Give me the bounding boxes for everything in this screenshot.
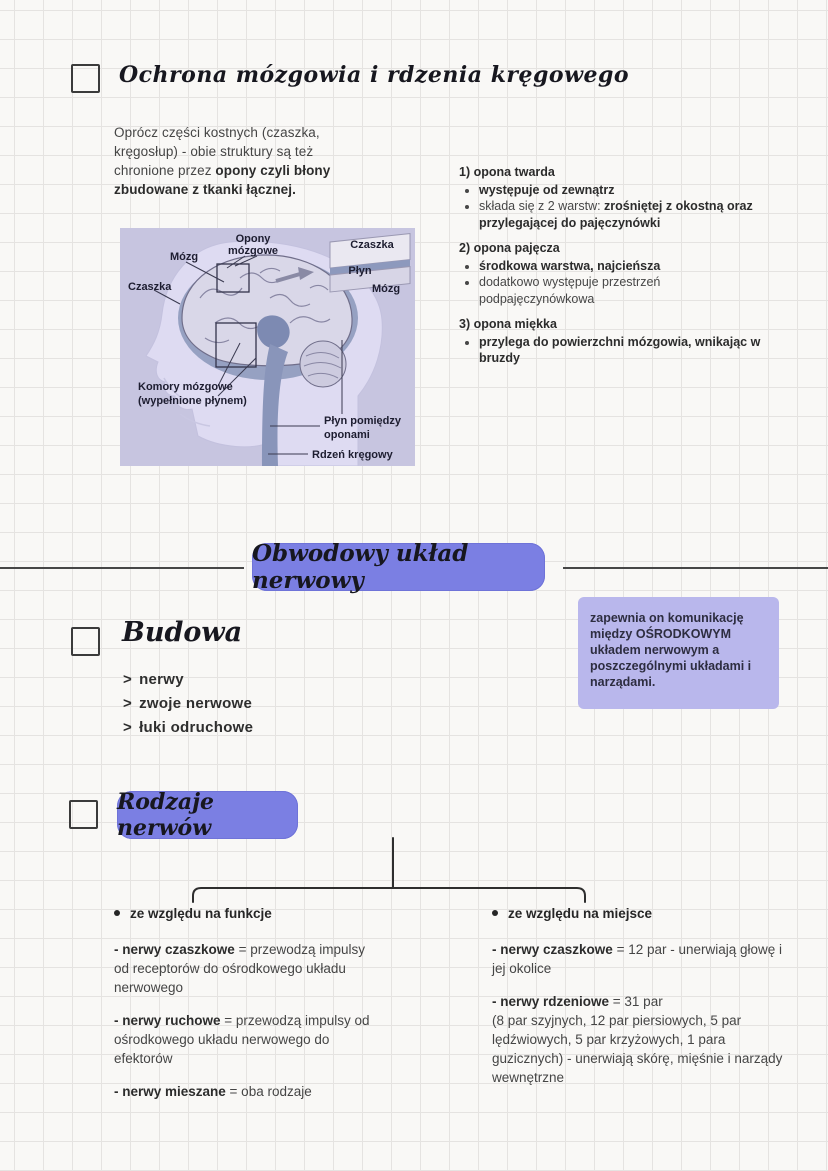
meninges-list: 1) opona twarda występuje od zewnątrz sk… xyxy=(459,164,764,376)
branch-heading: ze względu na funkcje xyxy=(114,904,372,923)
meninges-group-pajecza: 2) opona pajęcza środkowa warstwa, najci… xyxy=(459,240,764,307)
meninges-heading: 1) opona twarda xyxy=(459,165,555,179)
figure-label-komory-2: (wypełnione płynem) xyxy=(138,395,247,407)
branch-connector xyxy=(192,837,586,903)
nerve-type-item: - nerwy czaszkowe = 12 par - unerwiają g… xyxy=(492,942,783,976)
pns-note-box: zapewnia on komunikację między OŚRODKOWY… xyxy=(578,597,779,709)
figure-label-plyn-2: oponami xyxy=(324,429,370,441)
figure-label-rdzen: Rdzeń kręgowy xyxy=(312,449,394,461)
budowa-item: >nerwy xyxy=(123,670,184,688)
nerve-type-item: - nerwy ruchowe = przewodzą impulsy od o… xyxy=(114,1013,370,1066)
brain-section xyxy=(181,254,353,367)
divider-line-left xyxy=(0,567,244,569)
ventricle-callout-box xyxy=(215,322,257,368)
inset-label-mozg: Mózg xyxy=(372,283,400,295)
budowa-item: >łuki odruchowe xyxy=(123,718,254,736)
meninges-bullet: dodatkowo występuje przestrzeń podpajęcz… xyxy=(479,274,764,307)
section-title-protection: Ochrona mózgowia i rdzenia kręgowego xyxy=(119,62,630,88)
bullet-dot-icon xyxy=(492,910,498,916)
todo-checkbox-rodzaje[interactable] xyxy=(69,800,98,829)
budowa-item: >zwoje nerwowe xyxy=(123,694,253,712)
inset-arrow-shaft xyxy=(275,272,301,283)
section-title-rodzaje: Rodzaje nerwów xyxy=(117,789,215,841)
inset-label-czaszka: Czaszka xyxy=(350,239,394,251)
meninges-heading: 3) opona miękka xyxy=(459,317,557,331)
figure-label-komory-1: Komory mózgowe xyxy=(138,381,233,393)
inset-label-plyn: Płyn xyxy=(348,265,372,277)
section-title-budowa: Budowa xyxy=(122,617,243,648)
meninges-group-miekka: 3) opona miękka przylega do powierzchni … xyxy=(459,316,764,367)
pns-banner-title: Obwodowy układ nerwowy xyxy=(252,540,469,594)
intro-regular-text: Oprócz części kostnych (czaszka, kręgosł… xyxy=(114,125,320,178)
spinal-cord xyxy=(262,344,288,466)
ventricle xyxy=(257,315,290,349)
inset-arrow-head xyxy=(298,267,314,280)
divider-line-right xyxy=(563,567,828,569)
meninges-bullet: występuje od zewnątrz xyxy=(479,182,764,199)
jaw-lines xyxy=(163,377,211,427)
meninges-heading: 2) opona pajęcza xyxy=(459,241,560,255)
figure-label-mozg: Mózg xyxy=(170,251,198,263)
meninges-bullet: środkowa warstwa, najcieńsza xyxy=(479,258,764,275)
nerve-type-item: - nerwy rdzeniowe = 31 par (8 par szyjny… xyxy=(492,992,790,1087)
todo-checkbox-protection[interactable] xyxy=(71,64,100,93)
todo-checkbox-budowa[interactable] xyxy=(71,627,100,656)
budowa-list: >nerwy >zwoje nerwowe >łuki odruchowe xyxy=(123,667,253,739)
chevron-marker: > xyxy=(123,670,133,688)
bullet-dot-icon xyxy=(114,910,120,916)
pns-banner: Obwodowy układ nerwowy xyxy=(252,540,545,594)
branch-by-function: ze względu na funkcje - nerwy czaszkowe … xyxy=(114,904,372,1115)
intro-bold-text: opony czyli błony zbudowane z tkanki łąc… xyxy=(114,163,331,197)
cerebellum-lines xyxy=(303,352,342,379)
chevron-marker: > xyxy=(123,694,133,712)
figure-label-czaszka: Czaszka xyxy=(128,281,172,293)
brain-anatomy-figure: Mózg Czaszka Opony mózgowe Czaszka Płyn … xyxy=(120,228,415,466)
label-lines xyxy=(153,255,343,455)
meninges-bullet: przylega do powierzchni mózgowia, wnikaj… xyxy=(479,334,764,367)
meninges-group-twarda: 1) opona twarda występuje od zewnątrz sk… xyxy=(459,164,764,231)
branch-by-place: ze względu na miejsce - nerwy czaszkowe … xyxy=(492,904,790,1101)
nerve-type-item-detail: (8 par szyjnych, 12 par piersiowych, 5 p… xyxy=(492,1013,783,1085)
pns-note-text: zapewnia on komunikację między OŚRODKOWY… xyxy=(590,611,752,689)
figure-label-plyn-1: Płyn pomiędzy xyxy=(324,415,402,427)
protection-intro-paragraph: Oprócz części kostnych (czaszka, kręgosł… xyxy=(114,123,366,199)
cerebellum xyxy=(299,340,347,388)
nerve-type-item: - nerwy czaszkowe = przewodzą impulsy od… xyxy=(114,942,365,995)
figure-label-opony-1: Opony xyxy=(236,233,272,245)
figure-label-opony-2: mózgowe xyxy=(228,245,278,257)
rodzaje-title-highlight: Rodzaje nerwów xyxy=(117,789,298,841)
nerve-type-item: - nerwy mieszane = oba rodzaje xyxy=(114,1084,312,1099)
meninges-bullet: składa się z 2 warstw: zrośniętej z okos… xyxy=(479,198,764,231)
meninges-inset-block xyxy=(329,233,411,293)
branch-heading: ze względu na miejsce xyxy=(492,904,790,923)
chevron-marker: > xyxy=(123,718,133,736)
